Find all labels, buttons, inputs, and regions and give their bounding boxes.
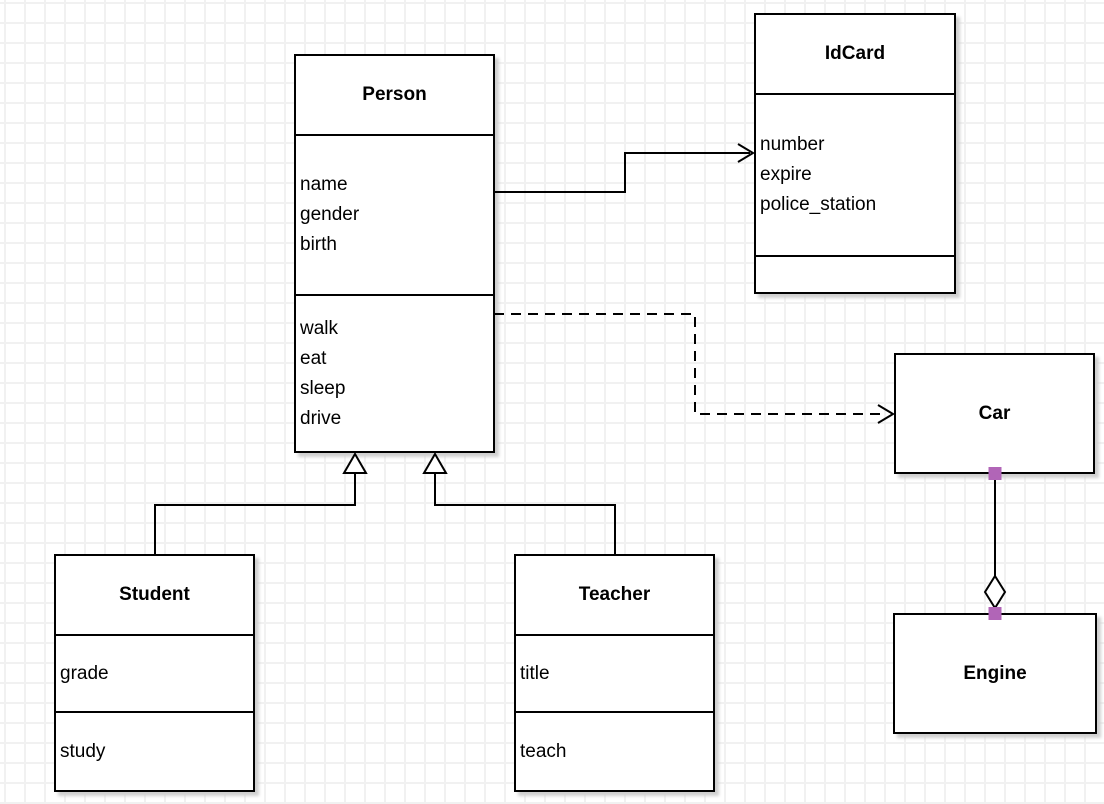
open-arrowhead-icon [877,404,895,424]
class-person[interactable]: Person name gender birth walk eat sleep … [294,54,495,453]
attribute-row: name [300,174,348,195]
class-teacher-methods-compartment[interactable]: teach [516,713,713,790]
aggregation-diamond-icon [983,574,1007,610]
method-row: eat [300,347,327,369]
class-engine-title: Engine [963,662,1027,684]
connector-person-idcard[interactable] [494,143,755,193]
attribute-row: title [520,662,550,684]
class-student-attributes-compartment[interactable]: grade [56,636,253,713]
method-row: drive [300,407,342,429]
method-row: teach [520,740,567,762]
attribute-row: expire [760,164,812,185]
attribute-row: police_station [760,194,877,215]
attribute-row: gender [300,204,360,225]
connector-student-person[interactable] [154,452,368,554]
connector-line [494,152,750,193]
attribute-row: number [760,134,825,155]
class-student-methods-compartment[interactable]: study [56,713,253,790]
class-person-methods-compartment[interactable]: walk eat sleep drive [296,296,493,451]
class-student[interactable]: Student grade study [54,554,255,792]
generalization-triangle-icon [422,452,448,474]
class-teacher-title: Teacher [516,556,713,636]
attribute-row: grade [60,662,109,684]
connector-line [154,473,356,554]
class-engine[interactable]: Engine [893,613,1097,734]
open-arrowhead-icon [737,143,755,163]
method-row: sleep [300,377,346,399]
connector-car-engine[interactable] [983,467,1007,620]
class-teacher-attributes-compartment[interactable]: title [516,636,713,713]
connector-line [434,473,616,554]
class-idcard[interactable]: IdCard number expire police_station [754,13,956,294]
attribute-row: birth [300,234,337,255]
connector-teacher-person[interactable] [422,452,616,554]
connector-line [494,313,886,415]
method-row: walk [300,317,339,339]
method-row: study [60,740,106,762]
class-student-title: Student [56,556,253,636]
class-car-title: Car [978,402,1011,424]
generalization-triangle-icon [342,452,368,474]
class-idcard-methods-compartment[interactable] [756,257,954,292]
class-car[interactable]: Car [894,353,1095,474]
class-idcard-title: IdCard [756,15,954,95]
class-teacher[interactable]: Teacher title teach [514,554,715,792]
connector-person-car[interactable] [494,313,895,424]
class-person-attributes-compartment[interactable]: name gender birth [296,136,493,296]
class-idcard-attributes-compartment[interactable]: number expire police_station [756,95,954,257]
class-person-title: Person [296,56,493,136]
